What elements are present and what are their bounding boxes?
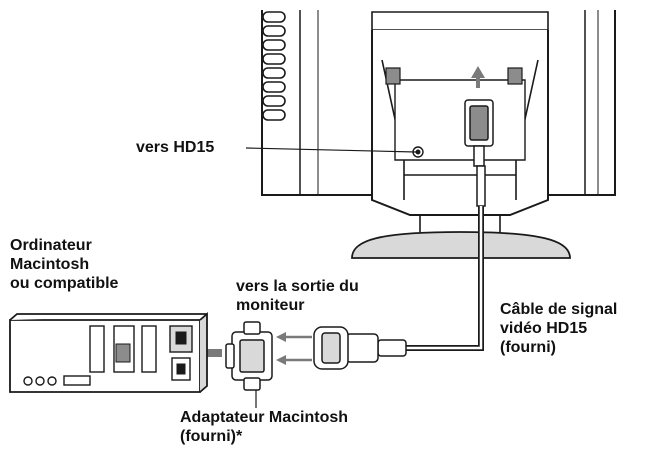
hd15-leader-line xyxy=(245,147,417,153)
connect-arrows xyxy=(276,332,312,365)
hd15-port-connector xyxy=(464,66,494,207)
video-cable xyxy=(406,206,484,351)
macintosh-adapter xyxy=(225,321,273,391)
monitor-vents xyxy=(262,11,286,121)
monitor-back xyxy=(261,10,616,259)
hd15-port-label: vers HD15 xyxy=(136,139,215,156)
monitor-out-label: vers la sortie du moniteur xyxy=(236,278,359,314)
computer xyxy=(9,312,208,393)
computer-label: Ordinateur Macintosh ou compatible xyxy=(10,237,119,292)
cable-label: Câble de signal vidéo HD15 (fourni) xyxy=(500,301,618,356)
cable-connector xyxy=(313,326,407,370)
adapter-label: Adaptateur Macintosh (fourni)* xyxy=(180,409,349,445)
